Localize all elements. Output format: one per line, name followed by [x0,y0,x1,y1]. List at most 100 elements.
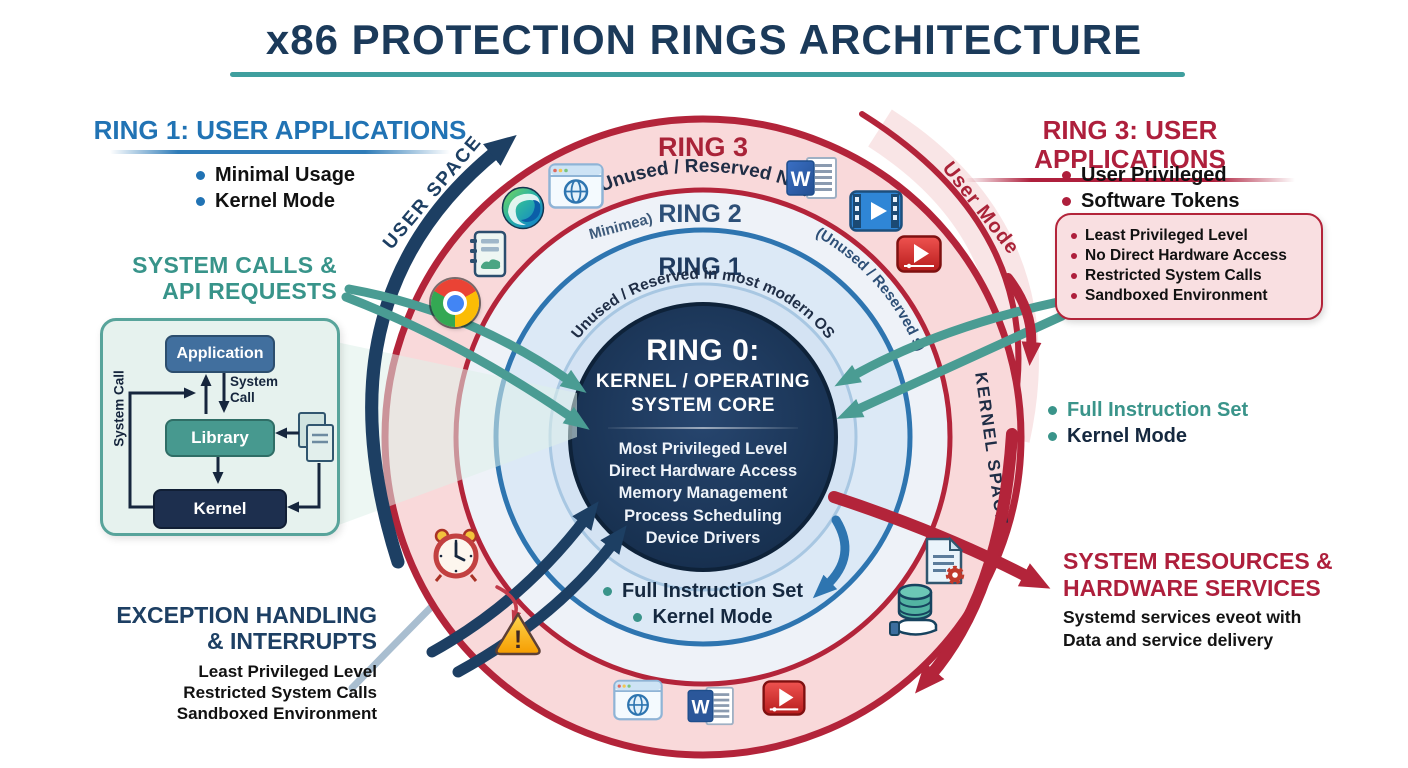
warning-pointer-arrow [495,585,522,623]
svg-text:!: ! [514,626,522,654]
bullet-item: Full Instruction Set [553,580,853,603]
bullet-item: Minimal Usage [196,164,355,187]
bullet-label: Software Tokens [1081,190,1240,212]
bullet-dot [1062,197,1071,206]
system-call-side-label: System Call [111,370,127,447]
edge-browser-icon [500,185,546,236]
svg-text:W: W [791,168,811,191]
ring-3-label: RING 3 [658,132,748,162]
interrupt-arrow-1 [426,501,599,658]
library-node: Library [165,419,275,457]
instruction-bullets: Full Instruction Set Kernel Mode [1048,396,1248,451]
resources-body: Systemd services eveot with Data and ser… [1063,607,1302,651]
ring-1-label: RING 1 [658,253,741,281]
bullet-dot [1071,253,1077,259]
flowchart-beam [336,342,577,526]
core-item: Memory Management [618,484,788,503]
chrome-icon [431,279,479,327]
bullet-label: Kernel Mode [652,606,773,628]
core-to-ring1-arrow [812,515,850,599]
system-calls-heading-line2: API REQUESTS [162,278,337,305]
bullet-label: Kernel Mode [1067,425,1188,447]
bullet-dot [1071,233,1077,239]
browser-window-icon [613,679,663,726]
application-node: Application [165,335,275,373]
svg-text:W: W [691,697,710,718]
system-calls-heading-line1: SYSTEM CALLS & [132,252,337,278]
bullet-item: Kernel Mode [553,606,853,629]
resources-arrow [828,491,1051,589]
core-item: Process Scheduling [624,506,782,525]
ring0-title: RING 0: [646,334,760,367]
ring0-subtitle: KERNEL / OPERATING SYSTEM CORE [595,371,811,416]
word-document-icon: W [785,155,839,206]
user-space-arc-arrow [365,134,517,569]
bullet-item: Kernel Mode [1048,425,1248,448]
bullet-label: Full Instruction Set [621,580,804,602]
bullet-dot [196,197,205,206]
bullet-label: Full Instruction Set [1067,399,1249,421]
alarm-clock-icon [429,525,483,588]
core-item: Direct Hardware Access [608,461,798,480]
exception-item: Sandboxed Environment [176,704,377,724]
exception-item: Least Privileged Level [198,661,377,681]
bullet-dot [1062,171,1071,180]
word-document-icon: W [686,685,736,732]
video-player-red-icon [896,235,942,278]
hardware-arc-arrow [915,428,1018,694]
title-underline [230,72,1185,77]
bullet-item: User Privileged [1062,164,1240,187]
ring1-heading: RING 1: USER APPLICATIONS [93,115,467,145]
flowchart-connectors [128,371,334,513]
document-gear-icon [922,536,968,592]
bullet-dot [633,613,643,622]
bullet-dot [196,171,205,180]
ring3-heading-block: RING 3: USER APPLICATIONS [948,115,1312,183]
video-player-red-icon [762,680,806,721]
ring3-heading: RING 3: USER APPLICATIONS [1034,115,1226,174]
bullet-item: Least Privileged Level [1071,227,1311,245]
bullet-label: Least Privileged Level [1085,227,1248,244]
kernel-system-call-loop [128,387,196,509]
bullet-item: Restricted System Calls [1071,267,1311,285]
ring0-core-block: RING 0: KERNEL / OPERATING SYSTEM CORE M… [566,334,840,550]
bullet-item: Kernel Mode [196,190,355,213]
exception-block: EXCEPTION HANDLING & INTERRUPTS Least Pr… [85,602,377,725]
system-calls-heading: SYSTEM CALLS & API REQUESTS [92,252,337,305]
core-divider [608,426,798,429]
browser-window-icon [548,163,604,214]
system-call-arrow-left-2 [341,292,590,430]
resources-block: SYSTEM RESOURCES & HARDWARE SERVICES Sys… [1063,548,1403,652]
bullet-label: No Direct Hardware Access [1085,247,1287,264]
bullet-dot [602,587,612,596]
resources-heading-line2: HARDWARE SERVICES [1063,574,1321,601]
bullet-dot [1071,293,1077,299]
bullet-label: User Privileged [1081,164,1227,186]
bullet-dot [1071,273,1077,279]
bullet-dot [1048,432,1057,441]
bullet-item: Software Tokens [1062,190,1240,213]
video-player-blue-icon [849,190,903,237]
warning-triangle-icon: ! [493,610,543,661]
ring3-heading-underline [965,178,1295,183]
ring3-bullets: User Privileged Software Tokens [1062,161,1240,216]
ring3-down-arrow [1003,273,1042,366]
resources-heading-line1: SYSTEM RESOURCES & [1063,548,1333,574]
ring1-inner-bullets: Full Instruction Set Kernel Mode [553,577,853,632]
core-item: Most Privileged Level [618,439,788,458]
bullet-label: Restricted System Calls [1085,267,1262,284]
exception-item: Restricted System Calls [183,683,377,703]
page-title: x86 PROTECTION RINGS ARCHITECTURE [265,16,1143,63]
privilege-box: Least Privileged Level No Direct Hardwar… [1055,213,1323,320]
exception-heading-line2: & INTERRUPTS [207,628,377,655]
system-call-arrow-label: System Call [230,374,279,405]
bullet-item: Sandboxed Environment [1071,287,1311,305]
ring-2-label: RING 2 [658,200,741,228]
interrupt-arrow-2 [452,525,627,678]
system-call-flowchart: Application Library Kernel System Call S… [100,318,340,536]
bullet-item: Full Instruction Set [1048,399,1248,422]
kernel-node: Kernel [153,489,287,529]
bullet-label: Minimal Usage [215,164,356,186]
core-item: Device Drivers [645,529,761,548]
